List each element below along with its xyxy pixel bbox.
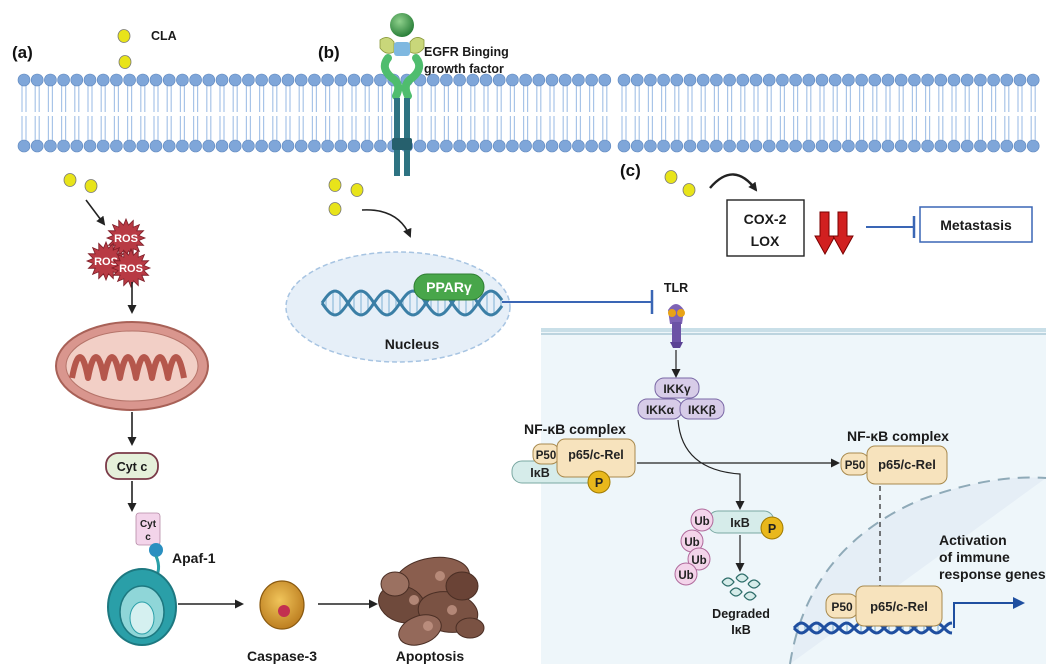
cell-membrane xyxy=(17,73,1046,153)
ub-label-1: Ub xyxy=(694,516,709,528)
nfkb-on-dna: P50 p65/c-Rel xyxy=(825,585,943,627)
down-arrows-red xyxy=(814,211,854,256)
p65-label-dna: p65/c-Rel xyxy=(870,599,928,614)
arrow-ikk-to-ikb-degradation xyxy=(677,419,745,510)
mitochondrion xyxy=(55,321,209,411)
membrane-segment-left xyxy=(17,73,612,153)
p-label-middle: P xyxy=(768,522,776,536)
nfkb-complex-right: P50 p65/c-Rel xyxy=(840,445,948,485)
cyt-small-label-1: Cyt xyxy=(140,519,157,530)
arrow-cla-to-nucleus xyxy=(361,209,412,238)
egfr-label-line2: growth factor xyxy=(424,62,504,76)
degraded-ikb-fragments xyxy=(721,573,761,601)
cla-molecules-b xyxy=(328,178,364,216)
degraded-label-2: IκB xyxy=(731,623,750,637)
lox-label: LOX xyxy=(751,233,780,249)
activation-label-2: of immune xyxy=(939,549,1010,565)
activation-label-1: Activation xyxy=(939,532,1007,548)
ikk-gamma-label: IKKγ xyxy=(663,382,691,396)
apoptosis-label: Apoptosis xyxy=(396,648,465,664)
ros-label-3: ROS xyxy=(119,263,143,275)
egfr-receptor xyxy=(379,13,425,176)
cyt-c-box: Cyt c xyxy=(105,452,159,480)
p-label-left: P xyxy=(595,476,603,490)
p50-label-right: P50 xyxy=(845,460,865,472)
apoptosome: Cyt c xyxy=(107,512,177,646)
inhibition-cox-to-metastasis xyxy=(866,216,916,238)
p50-label-dna: P50 xyxy=(831,600,853,614)
cox2-label: COX-2 xyxy=(744,211,787,227)
ub-label-4: Ub xyxy=(678,570,693,582)
ikk-beta-label: IKKβ xyxy=(688,403,716,417)
nfkb-complex-label-right: NF-κB complex xyxy=(847,428,949,444)
apoptotic-bodies xyxy=(378,556,485,646)
nucleus-label: Nucleus xyxy=(385,336,440,352)
egfr-label-line1: EGFR Binging xyxy=(424,45,509,59)
ikb-label-left: IκB xyxy=(530,466,549,480)
ikk-alpha-label: IKKα xyxy=(646,403,675,417)
caspase3-cell xyxy=(259,580,305,630)
inhibition-ppar-to-tlr xyxy=(502,290,654,314)
ub-label-2: Ub xyxy=(684,537,699,549)
arrow-cla-to-ros xyxy=(85,199,106,226)
p50-label-left: P50 xyxy=(536,450,556,462)
cox-lox-box: COX-2 LOX xyxy=(726,199,805,257)
nucleus: PPARγ Nucleus xyxy=(285,251,511,363)
membrane-segment-right xyxy=(617,73,1046,153)
apaf1-label: Apaf-1 xyxy=(172,550,216,566)
ubiquitinated-ikb: IκB P Ub Ub Ub Ub xyxy=(674,508,784,586)
metastasis-label: Metastasis xyxy=(940,217,1012,233)
ppar-label: PPARγ xyxy=(426,279,472,295)
ros-label-2: ROS xyxy=(94,256,118,268)
cyt-c-label: Cyt c xyxy=(117,460,148,474)
tlr-receptor xyxy=(668,304,685,348)
activation-label-3: response genes xyxy=(939,566,1046,582)
panel-label-b: (b) xyxy=(318,43,340,62)
ros-label-1: ROS xyxy=(114,233,138,245)
ikb-label-middle: IκB xyxy=(730,516,749,530)
p65-label-right: p65/c-Rel xyxy=(878,457,936,472)
arrow-gene-activation xyxy=(953,597,1025,628)
caspase3-label: Caspase-3 xyxy=(247,648,317,664)
nfkb-complex-left: IκB P50 p65/c-Rel P xyxy=(511,438,636,494)
panel-label-a: (a) xyxy=(12,43,33,62)
tlr-label: TLR xyxy=(664,281,688,295)
panel-label-c: (c) xyxy=(620,161,641,180)
cla-molecules-top xyxy=(117,29,132,69)
metastasis-box: Metastasis xyxy=(919,206,1033,243)
cell-interior xyxy=(541,328,1047,665)
cyt-small-label-2: c xyxy=(145,532,151,543)
arrow-cla-to-cox xyxy=(709,173,758,192)
nfkb-complex-label-left: NF-κB complex xyxy=(524,421,626,437)
ikk-complex: IKKγ IKKα IKKβ xyxy=(637,377,725,420)
p65-label-left: p65/c-Rel xyxy=(568,448,624,462)
cla-molecules-c xyxy=(664,170,696,197)
ub-label-3: Ub xyxy=(691,555,706,567)
cla-label: CLA xyxy=(151,29,177,43)
degraded-label-1: Degraded xyxy=(712,607,770,621)
cla-molecules-a xyxy=(63,173,98,193)
